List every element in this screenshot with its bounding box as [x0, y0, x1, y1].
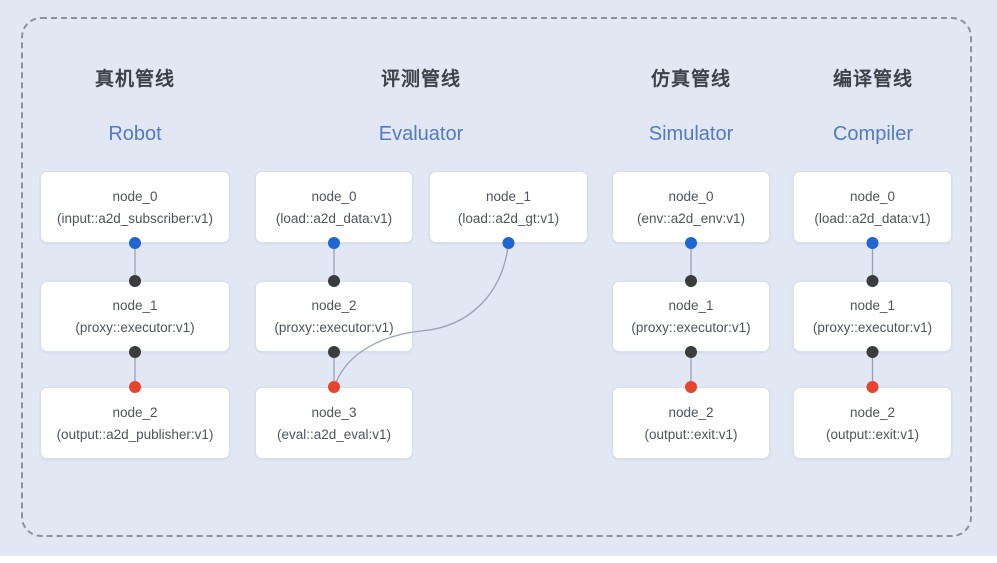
node-name: node_2	[311, 298, 357, 313]
pipeline-title-zh-robot: 真机管线	[94, 69, 175, 90]
node-type: (load::a2d_data:v1)	[814, 210, 931, 226]
node-card-compiler-node2: node_2 (output::exit:v1)	[793, 387, 952, 459]
node-name: node_0	[311, 188, 357, 204]
node-card-evaluator-node1: node_1 (load::a2d_gt:v1)	[429, 171, 588, 243]
pipeline-title-en-evaluator: Evaluator	[378, 123, 464, 145]
node-type: (eval::a2d_eval:v1)	[276, 426, 392, 442]
node-name: node_2	[849, 404, 896, 420]
node-name: node_1	[112, 298, 158, 313]
node-name: node_2	[668, 404, 714, 420]
node-name: node_2	[112, 404, 158, 420]
pipeline-title-zh-simulator: 仿真管线	[650, 69, 731, 90]
node-name: node_1	[849, 298, 896, 313]
node-type: (output::a2d_publisher:v1)	[56, 426, 214, 442]
dashed-boundary	[21, 17, 972, 537]
node-name: node_3	[311, 404, 357, 420]
node-type: (output::exit:v1)	[644, 426, 738, 442]
node-card-evaluator-node3: node_3 (eval::a2d_eval:v1)	[255, 387, 413, 459]
node-card-robot-node0: node_0 (input::a2d_subscriber:v1)	[40, 171, 230, 243]
node-card-evaluator-node0: node_0 (load::a2d_data:v1)	[255, 171, 413, 243]
node-type: (proxy::executor:v1)	[274, 320, 394, 335]
node-card-robot-node2: node_2 (output::a2d_publisher:v1)	[40, 387, 230, 459]
node-card-compiler-node1: node_1 (proxy::executor:v1)	[793, 281, 952, 352]
pipeline-title-en-compiler: Compiler	[832, 123, 914, 145]
node-type: (input::a2d_subscriber:v1)	[56, 210, 214, 226]
node-type: (proxy::executor:v1)	[631, 320, 751, 335]
node-type: (proxy::executor:v1)	[75, 320, 195, 335]
node-type: (load::a2d_data:v1)	[275, 210, 393, 226]
node-card-simulator-node0: node_0 (env::a2d_env:v1)	[612, 171, 770, 243]
node-name: node_1	[485, 188, 532, 204]
node-type: (proxy::executor:v1)	[812, 320, 933, 335]
node-type: (load::a2d_gt:v1)	[457, 210, 560, 226]
pipeline-title-en-robot: Robot	[108, 123, 162, 145]
pipeline-title-en-simulator: Simulator	[648, 123, 734, 145]
node-type: (output::exit:v1)	[825, 426, 920, 442]
node-card-compiler-node0: node_0 (load::a2d_data:v1)	[793, 171, 952, 243]
node-card-simulator-node1: node_1 (proxy::executor:v1)	[612, 281, 770, 352]
node-card-robot-node1: node_1 (proxy::executor:v1)	[40, 281, 230, 352]
node-name: node_0	[849, 188, 896, 204]
pipeline-title-zh-compiler: 编译管线	[832, 69, 913, 90]
node-card-simulator-node2: node_2 (output::exit:v1)	[612, 387, 770, 459]
node-card-evaluator-node2: node_2 (proxy::executor:v1)	[255, 281, 413, 352]
node-name: node_0	[668, 188, 714, 204]
node-name: node_0	[112, 188, 158, 204]
pipeline-title-zh-evaluator: 评测管线	[380, 69, 461, 90]
node-name: node_1	[668, 298, 714, 313]
node-type: (env::a2d_env:v1)	[636, 210, 746, 226]
